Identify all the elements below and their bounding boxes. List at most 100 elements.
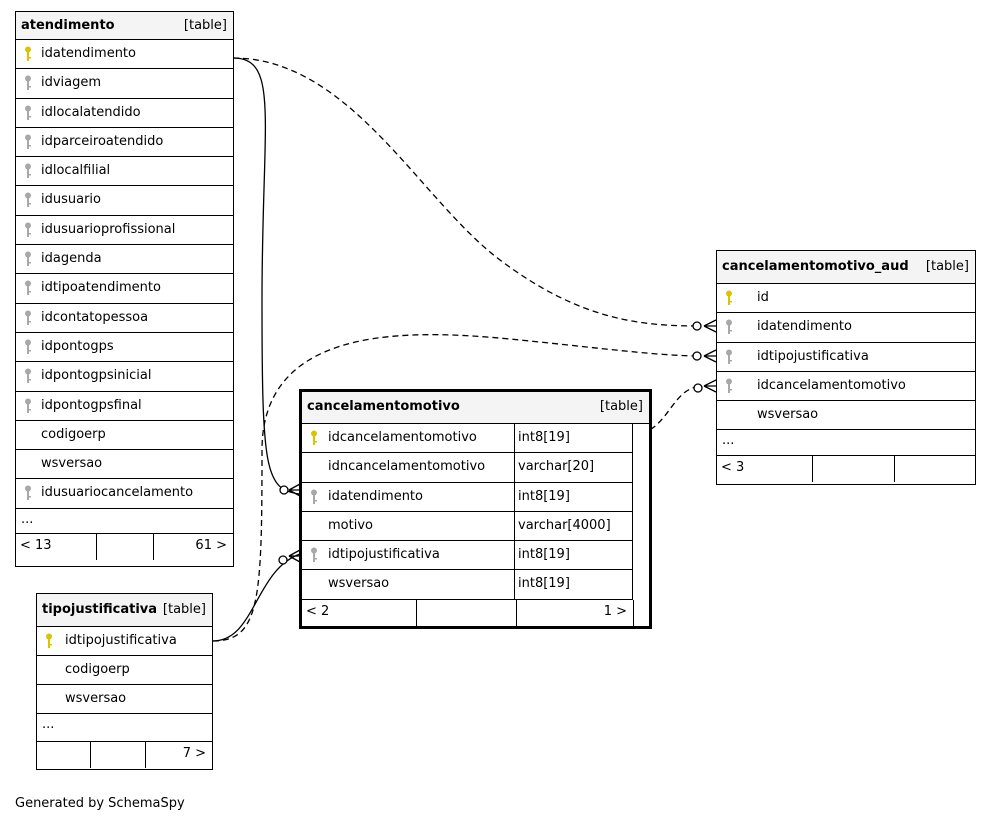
relation-atendimento-cancelamentomotivo <box>232 57 301 495</box>
table-cancelamentomotivo-aud[interactable]: cancelamentomotivo_aud [table] id idatend… <box>716 250 976 485</box>
foreign-key-icon <box>24 251 32 267</box>
column-row[interactable]: idcontatopessoa <box>16 304 233 333</box>
column-row[interactable]: codigoerp <box>37 656 212 685</box>
column-type: int8[19] <box>518 430 570 445</box>
column-type: int8[19] <box>518 488 570 504</box>
table-header: cancelamentomotivo_aud [table] <box>717 251 975 284</box>
column-name: idparceiroatendido <box>41 133 164 149</box>
parent-count[interactable]: < 2 <box>306 603 330 619</box>
column-row[interactable]: motivo varchar[4000] <box>302 511 633 542</box>
column-row[interactable]: idpontogps <box>16 333 233 363</box>
column-row[interactable]: idtipojustificativa <box>37 627 212 656</box>
column-row[interactable]: idviagem <box>16 69 233 99</box>
table-name: tipojustificativa <box>42 602 158 617</box>
column-row[interactable]: idtipoatendimento <box>16 274 233 304</box>
column-row[interactable]: idusuarioprofissional <box>16 216 233 246</box>
foreign-key-icon <box>24 485 32 501</box>
column-row[interactable]: idatendimento <box>16 40 233 70</box>
more-columns: ... <box>16 509 233 534</box>
table-footer: < 13 61 > <box>16 533 233 560</box>
parent-count[interactable]: < 13 <box>20 537 52 553</box>
table-footer: < 2 1 > <box>302 599 634 627</box>
column-row[interactable]: idlocalfilial <box>16 157 233 187</box>
column-row[interactable]: codigoerp <box>16 421 233 451</box>
table-name: cancelamentomotivo_aud <box>722 259 909 274</box>
column-name: idatendimento <box>41 46 136 61</box>
column-row[interactable]: idatendimento int8[19] <box>302 482 633 512</box>
column-name: idlocalfilial <box>41 163 111 179</box>
child-count[interactable]: 61 > <box>195 537 227 553</box>
column-row[interactable]: idtipojustificativa <box>717 343 975 372</box>
column-name: motivo <box>328 517 373 533</box>
child-count[interactable]: 7 > <box>182 746 206 761</box>
column-type: varchar[4000] <box>518 517 611 533</box>
column-row[interactable]: wsversao <box>717 401 975 431</box>
more-columns: ... <box>717 430 975 457</box>
table-kind: [table] <box>183 18 227 33</box>
foreign-key-icon <box>725 378 733 394</box>
primary-key-icon <box>24 46 32 62</box>
column-row[interactable]: idagenda <box>16 245 233 275</box>
column-row[interactable]: wsversao int8[19] <box>302 570 633 600</box>
table-footer: < 3 <box>717 456 975 483</box>
foreign-key-icon <box>310 547 318 563</box>
column-row[interactable]: idusuario <box>16 186 233 216</box>
foreign-key-icon <box>725 349 733 365</box>
column-name: idusuarioprofissional <box>41 221 176 237</box>
column-name: idtipojustificativa <box>757 348 869 364</box>
column-name: idatendimento <box>757 319 852 335</box>
relation-endpoint <box>693 383 703 393</box>
column-type: int8[19] <box>518 576 570 592</box>
child-count[interactable]: 1 > <box>603 603 627 619</box>
foreign-key-icon <box>24 310 32 326</box>
relation-endpoint <box>692 351 702 361</box>
foreign-key-icon <box>310 489 318 505</box>
column-type: varchar[20] <box>518 459 595 475</box>
column-row[interactable]: idpontogpsfinal <box>16 392 233 421</box>
column-row[interactable]: id <box>717 284 975 314</box>
column-row[interactable]: idcancelamentomotivo <box>717 372 975 402</box>
column-name: codigoerp <box>65 662 130 677</box>
column-name: idagenda <box>41 251 102 267</box>
column-name: idpontogpsfinal <box>41 397 142 413</box>
column-name: idusuario <box>41 192 101 208</box>
column-row[interactable]: wsversao <box>37 685 212 714</box>
column-name: wsversao <box>328 576 390 592</box>
table-kind: [table] <box>925 259 969 274</box>
column-name: idviagem <box>41 75 102 91</box>
column-row[interactable]: idlocalatendido <box>16 99 233 128</box>
foreign-key-icon <box>24 280 32 296</box>
column-row[interactable]: idpontogpsinicial <box>16 362 233 392</box>
foreign-key-icon <box>24 192 32 208</box>
table-cancelamentomotivo[interactable]: cancelamentomotivo [table] idcancelament… <box>299 389 652 629</box>
table-header: tipojustificativa [table] <box>37 594 212 627</box>
column-row[interactable]: idatendimento <box>717 313 975 343</box>
column-name: idatendimento <box>328 488 423 504</box>
table-name: atendimento <box>21 18 115 33</box>
column-row[interactable]: wsversao <box>16 450 233 480</box>
foreign-key-icon <box>24 368 32 384</box>
foreign-key-icon <box>24 134 32 150</box>
column-name: idcontatopessoa <box>41 309 149 325</box>
table-tipojustificativa[interactable]: tipojustificativa [table] idtipojustific… <box>36 593 213 770</box>
primary-key-icon <box>310 430 318 446</box>
column-name: idlocalatendido <box>41 104 141 120</box>
foreign-key-icon <box>24 339 32 355</box>
column-row[interactable]: idparceiroatendido <box>16 128 233 158</box>
generated-by-label: Generated by SchemaSpy <box>15 796 185 811</box>
primary-key-icon <box>45 633 53 649</box>
more-columns: ... <box>37 714 212 742</box>
column-row[interactable]: idusuariocancelamento <box>16 479 233 509</box>
column-name: idcancelamentomotivo <box>757 377 906 393</box>
table-atendimento[interactable]: atendimento [table] idatendimento idviage… <box>15 11 234 567</box>
table-header: cancelamentomotivo [table] <box>302 392 649 424</box>
parent-count[interactable]: < 3 <box>721 460 745 476</box>
column-name: idpontogps <box>41 338 114 354</box>
foreign-key-icon <box>725 319 733 335</box>
table-name: cancelamentomotivo <box>307 399 460 414</box>
foreign-key-icon <box>24 163 32 179</box>
